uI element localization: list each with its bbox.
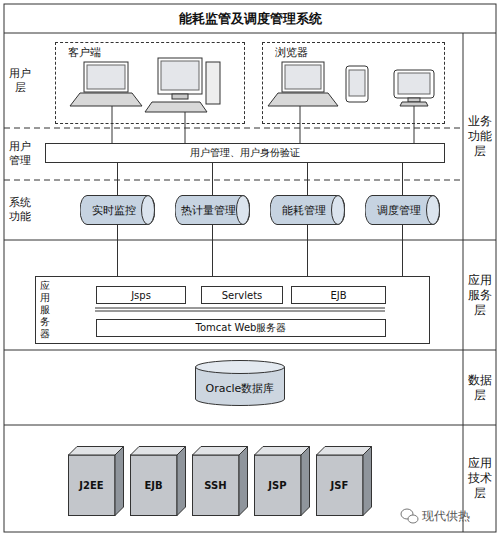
function-cylinder: 能耗管理 [270,195,345,225]
node-label: 应用服务层 [464,240,495,350]
connector-line [402,225,403,276]
function-cylinder: 实时监控 [80,195,155,225]
desktop-icon [145,58,220,112]
node-label: J2EE [68,455,115,516]
tech-cube: JSP [254,446,310,516]
database-cylinder: Oracle数据库 [195,360,285,406]
connector-line [117,225,118,276]
node-label: 应用技术层 [464,425,495,532]
process-box: Servlets [201,286,283,304]
bus-line [95,308,385,309]
separator [4,128,463,129]
node-label: 实时监控 [80,195,147,225]
connector-line [117,163,118,195]
connector-line [212,163,213,195]
device-wire [185,112,186,124]
tech-cube: SSH [192,446,248,516]
node-label: JSF [316,455,363,516]
node-label: Tomcat Web服务器 [97,320,385,336]
process-box: Jsps [96,286,186,304]
watermark: 现代供热 [422,508,470,525]
node-label: 用户管理 [6,128,34,180]
connector-line [402,163,403,195]
node-label: EJB [292,287,385,303]
function-cylinder: 热计量管理 [175,195,250,225]
device-wire [414,106,415,124]
separator [4,33,496,34]
laptop-icon [70,62,142,106]
server-box: 应用服务器 Jsps Servlets EJB Tomcat Web服务器 [35,276,430,344]
watermark-icon [401,509,418,523]
tablet-icon [346,66,368,102]
node-label: 数据层 [464,350,495,425]
diagram-title: 能耗监管及调度管理系统 [0,4,500,33]
node-label: SSH [192,455,239,516]
node-label: 调度管理 [365,195,432,225]
connector-line [307,163,308,195]
connector-line [414,124,415,143]
device-wire [300,106,301,124]
separator [4,240,496,241]
group-box: 浏览器 [262,42,445,124]
separator [4,180,463,181]
node-label: EJB [130,455,177,516]
layer-band: 应用服务层 应用服务器 Jsps Servlets EJB Tomcat Web服务器 [4,240,496,350]
layer-band: 业务功能层 用户层 客户端 浏览器用户管理用户管理、用户身份验证系统功能 实时监控热计量… [4,33,496,240]
tech-cube: EJB [130,446,186,516]
node-label: 用户层 [6,33,34,128]
node-label: Jsps [97,287,185,303]
laptop-icon [268,62,338,106]
node-label: 浏览器 [275,45,308,60]
tech-cube: J2EE [68,446,124,516]
function-cylinder: 调度管理 [365,195,440,225]
process-box: Tomcat Web服务器 [96,319,386,337]
connector-line [300,124,301,143]
node-label: 客户端 [68,45,101,60]
connector-line [185,124,186,143]
outer-frame [4,4,496,532]
device-wire [112,106,113,124]
group-box: 客户端 [55,42,245,124]
connector-line [112,124,113,143]
layer-row: 用户层 客户端 浏览器 [4,33,463,128]
bus-line [95,311,385,312]
node-label: 应用服务器 [38,277,52,343]
node-label: Oracle数据库 [195,372,285,404]
connector-line [212,225,213,276]
tech-cube: JSF [316,446,372,516]
separator [4,350,496,351]
layer-row: 用户管理用户管理、用户身份验证 [4,128,463,180]
node-label: 用户管理、用户身份验证 [46,144,444,162]
node-label: Servlets [202,287,282,303]
layer-row: 系统功能 实时监控热计量管理能耗管理调度管理 [4,180,463,240]
process-box: 用户管理、用户身份验证 [45,143,445,163]
connector-line [307,225,308,276]
node-label: 热计量管理 [175,195,242,225]
layer-band: 数据层 Oracle数据库 [4,350,496,425]
node-label: 业务功能层 [464,33,495,240]
node-label: 系统功能 [6,180,34,240]
node-label: 能耗管理 [270,195,337,225]
separator [463,33,464,532]
node-label: JSP [254,455,301,516]
process-box: EJB [291,286,386,304]
monitor-icon [394,70,434,106]
separator [4,425,496,426]
